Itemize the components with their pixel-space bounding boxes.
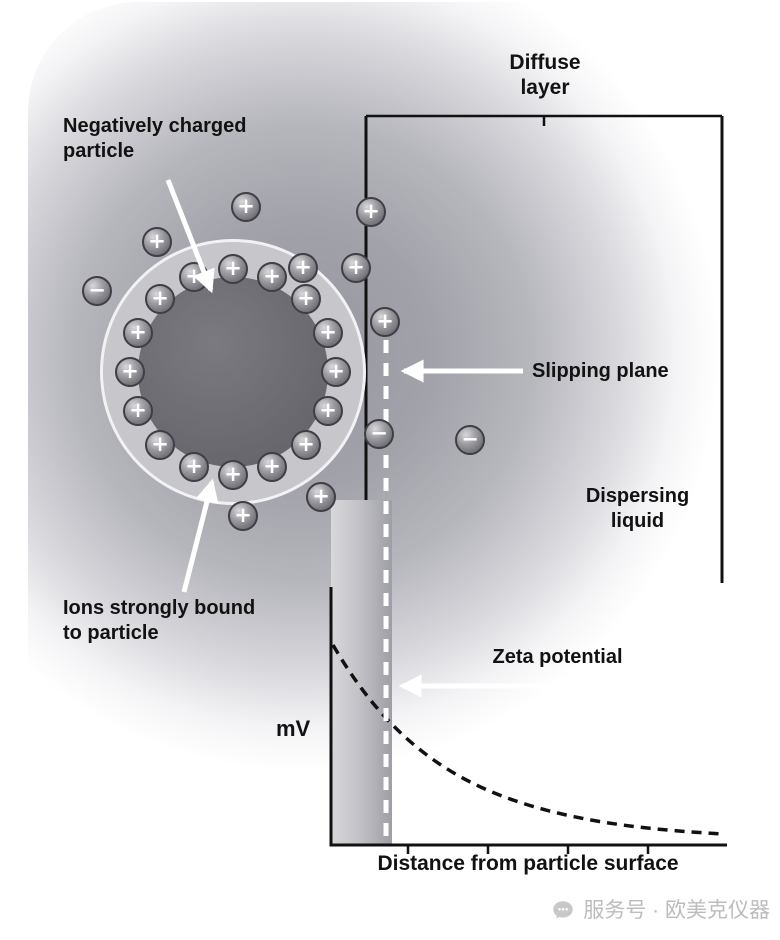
label-zeta-potential: Zeta potential <box>492 646 623 668</box>
label-ions-strongly-bound: Ions strongly bound to particle <box>63 597 256 644</box>
positive-ion: + <box>145 430 175 460</box>
negative-ion: − <box>82 276 112 306</box>
positive-ion: + <box>341 253 371 283</box>
label-slipping-plane: Slipping plane <box>532 360 669 382</box>
x-axis-label: Distance from particle surface <box>377 852 679 875</box>
wechat-chat-icon <box>553 901 574 919</box>
positive-ion: + <box>356 197 386 227</box>
positive-ion: + <box>257 262 287 292</box>
positive-ion: + <box>306 482 336 512</box>
watermark-text: 服务号 · 欧美克仪器 <box>583 899 770 922</box>
negative-ion: − <box>364 419 394 449</box>
positive-ion: + <box>123 318 153 348</box>
positive-ion: + <box>142 227 172 257</box>
positive-ion: + <box>321 357 351 387</box>
positive-ion: + <box>313 396 343 426</box>
positive-ion: + <box>291 430 321 460</box>
positive-ion: + <box>291 284 321 314</box>
positive-ion: + <box>288 253 318 283</box>
label-diffuse-layer: Diffuse layer <box>509 51 581 99</box>
positive-ion: + <box>179 262 209 292</box>
positive-ion: + <box>231 192 261 222</box>
positive-ion: + <box>115 357 145 387</box>
positive-ion: + <box>145 284 175 314</box>
positive-ion: + <box>218 254 248 284</box>
watermark: 服务号 · 欧美克仪器 <box>550 898 770 924</box>
positive-ion: + <box>228 501 258 531</box>
label-negatively-charged-particle: Negatively charged particle <box>63 115 247 162</box>
negative-ion: − <box>455 425 485 455</box>
y-axis-unit-label: mV <box>276 716 311 741</box>
positive-ion: + <box>179 452 209 482</box>
positive-ion: + <box>123 396 153 426</box>
label-dispersing-liquid: Dispersing liquid <box>585 485 690 532</box>
positive-ion: + <box>313 318 343 348</box>
positive-ion: + <box>370 307 400 337</box>
positive-ion: + <box>257 452 287 482</box>
positive-ion: + <box>218 460 248 490</box>
